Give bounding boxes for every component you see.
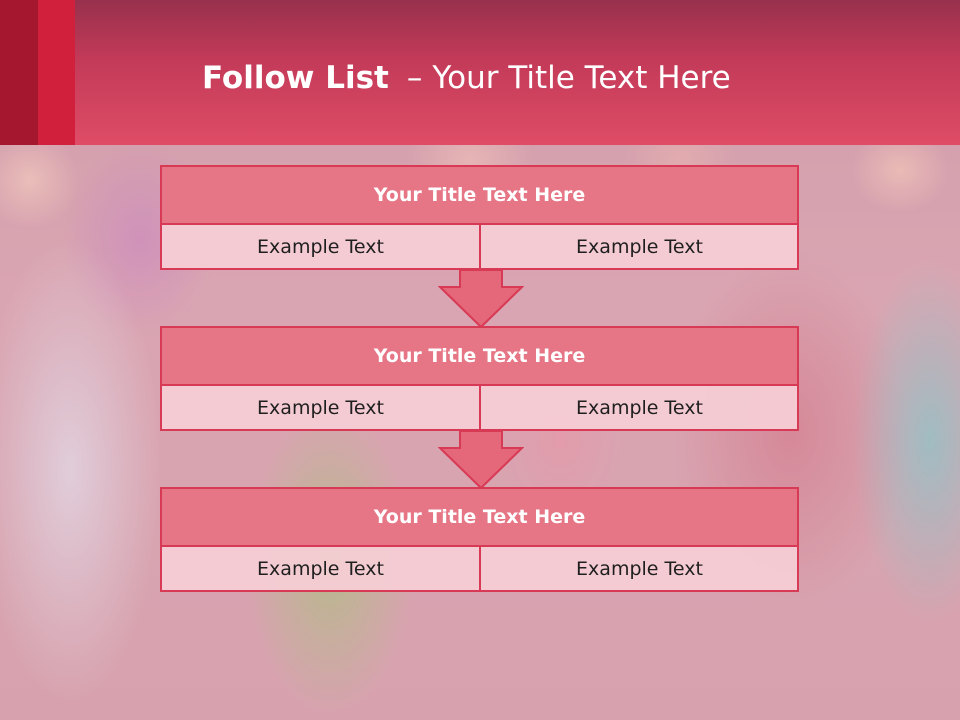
block-cell-right: Example Text xyxy=(576,558,703,580)
block-title: Your Title Text Here xyxy=(162,489,797,547)
slide-title-bold: Follow List xyxy=(202,60,389,96)
block-cell-right: Example Text xyxy=(576,397,703,419)
slide-title-separator: – xyxy=(406,60,423,96)
list-block-3: Your Title Text Here Example Text Exampl… xyxy=(160,487,799,592)
down-arrow-icon xyxy=(438,269,524,329)
list-block-2: Your Title Text Here Example Text Exampl… xyxy=(160,326,799,431)
header-accent-mid xyxy=(38,0,75,145)
title-bar: Follow List–Your Title Text Here xyxy=(0,0,960,145)
down-arrow-icon xyxy=(438,430,524,490)
block-cell-left: Example Text xyxy=(162,225,481,270)
block-cell-left: Example Text xyxy=(162,547,481,592)
slide-title: Follow List–Your Title Text Here xyxy=(202,56,731,100)
block-cell-left: Example Text xyxy=(162,386,481,431)
block-title: Your Title Text Here xyxy=(162,328,797,386)
list-block-1: Your Title Text Here Example Text Exampl… xyxy=(160,165,799,270)
block-title: Your Title Text Here xyxy=(162,167,797,225)
slide-title-rest: Your Title Text Here xyxy=(432,60,731,96)
block-cell-right: Example Text xyxy=(576,236,703,258)
header-accent-dark xyxy=(0,0,38,145)
